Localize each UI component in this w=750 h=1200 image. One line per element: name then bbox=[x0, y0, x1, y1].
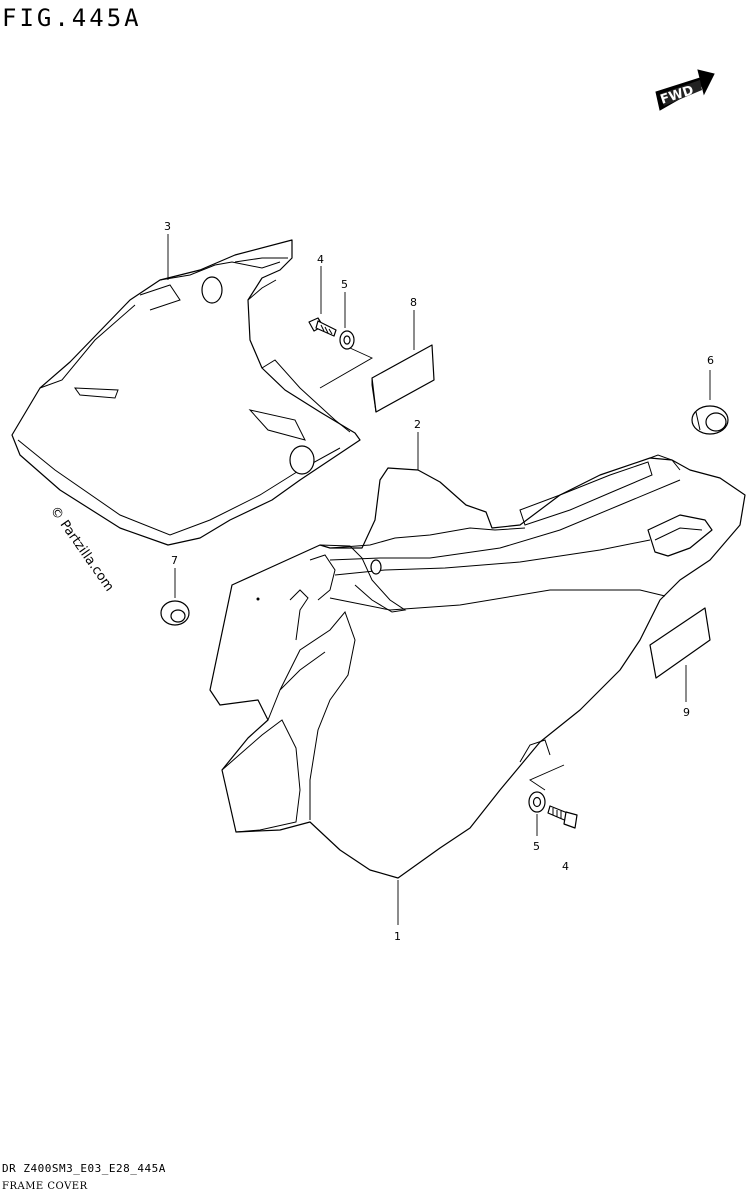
callout-4-top: 4 bbox=[317, 253, 324, 266]
callout-9: 9 bbox=[683, 706, 690, 719]
leader-lines bbox=[167, 234, 711, 925]
figure-title: FIG.445A bbox=[2, 4, 142, 32]
part-8-emblem-decal bbox=[371, 344, 435, 413]
part-4-bolt-bottom bbox=[547, 805, 578, 829]
callout-2: 2 bbox=[414, 418, 421, 431]
fwd-label: FWD bbox=[659, 83, 696, 108]
part-7-grommet bbox=[160, 600, 190, 626]
callout-5-bottom: 5 bbox=[533, 840, 540, 853]
part-1-frame-cover-main bbox=[209, 454, 746, 879]
part-5-washer-bottom bbox=[528, 791, 546, 813]
diagram-name: FRAME COVER bbox=[2, 1181, 88, 1192]
forward-arrow-icon: FWD bbox=[655, 69, 715, 111]
callout-3: 3 bbox=[164, 220, 171, 233]
callout-7: 7 bbox=[171, 554, 178, 567]
diagram-code: DR Z400SM3_E03_E28_445A bbox=[2, 1162, 166, 1175]
callout-4-bottom: 4 bbox=[562, 860, 569, 873]
callout-8: 8 bbox=[410, 296, 417, 309]
part-4-bolt-top bbox=[308, 317, 337, 337]
callout-6: 6 bbox=[707, 354, 714, 367]
callout-5-top: 5 bbox=[341, 278, 348, 291]
part-6-grommet bbox=[691, 405, 729, 435]
part-9-emblem-decal bbox=[649, 607, 711, 679]
callout-1: 1 bbox=[394, 930, 401, 943]
callout-labels: 3 4 5 8 6 2 7 9 5 4 1 bbox=[164, 220, 714, 943]
part-5-washer-top bbox=[339, 330, 355, 350]
part-3-rear-frame-cover bbox=[11, 239, 361, 546]
